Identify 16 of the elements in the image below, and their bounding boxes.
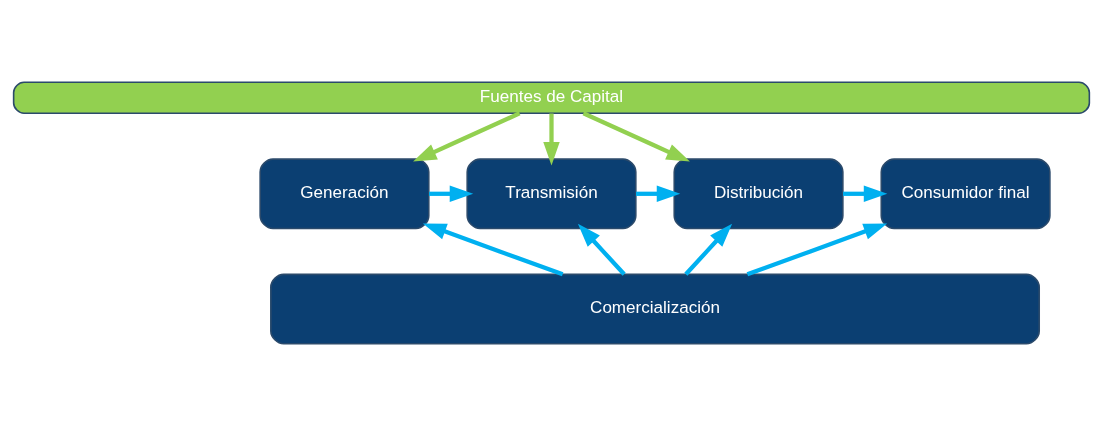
arrow: [429, 185, 474, 203]
arrow: [582, 111, 690, 162]
arrow: [636, 185, 681, 203]
arrow: [684, 223, 733, 276]
arrow: [422, 223, 564, 277]
node-box: Generación: [259, 158, 430, 230]
node-box: Distribución: [673, 158, 844, 230]
arrow: [413, 111, 521, 162]
arrow: [543, 113, 560, 166]
arrow: [843, 185, 888, 203]
arrow: [577, 223, 626, 276]
arrow: [746, 223, 888, 277]
node-box: Fuentes de Capital: [12, 81, 1091, 114]
node-box: Consumidor final: [880, 158, 1051, 230]
node-box: Transmisión: [466, 158, 637, 230]
node-box: Comercialización: [270, 273, 1040, 345]
